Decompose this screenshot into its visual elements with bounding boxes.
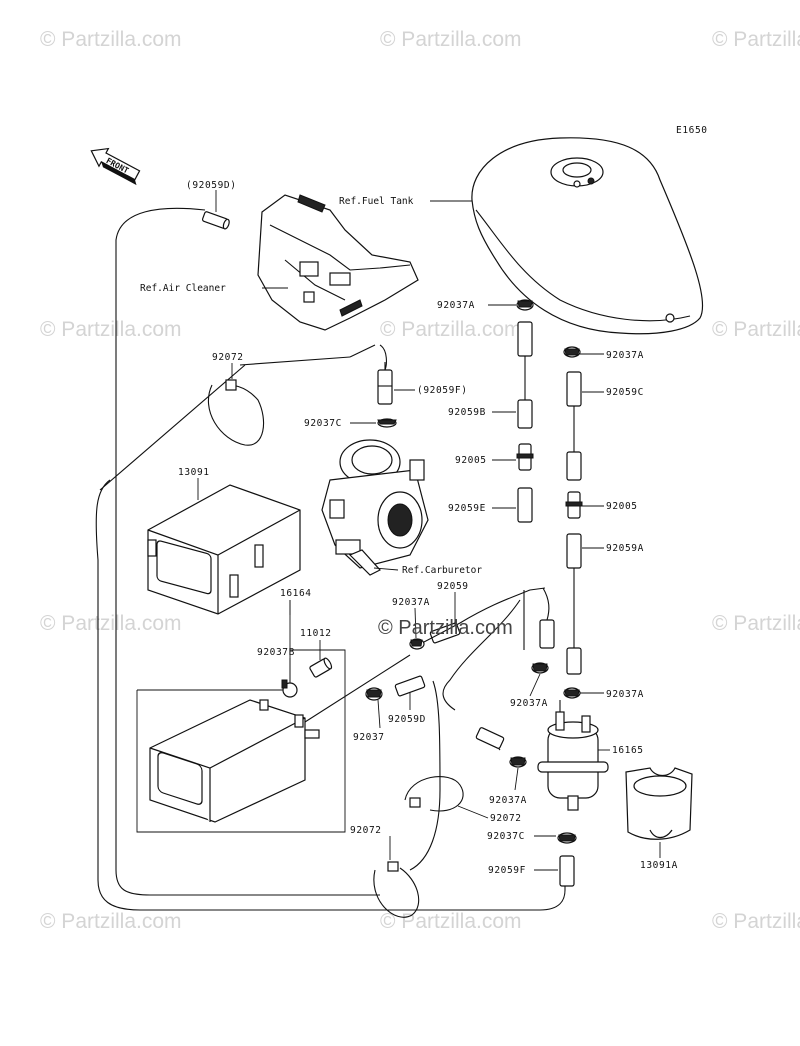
label-92072-c: 92072 (350, 825, 382, 836)
tube-92059f (559, 855, 575, 887)
label-92037b: 92037B (257, 647, 295, 658)
joint-92005-b (565, 491, 583, 519)
watermark: © Partzilla.com (712, 910, 800, 933)
filter-cover-13091a (625, 767, 693, 840)
clip-92037c-a (377, 418, 397, 428)
tube-92059d-top (201, 211, 230, 230)
label-92037c-a: 92037C (304, 418, 342, 429)
tube-92059d-mid (394, 675, 426, 697)
label-ref-carburetor: Ref.Carburetor (402, 565, 482, 576)
watermark: © Partzilla.com (380, 318, 522, 341)
watermark: © Partzilla.com (40, 28, 182, 51)
tube-92059a-upper (566, 533, 582, 569)
label-92059d-mid: 92059D (388, 714, 426, 725)
canister-16164 (149, 699, 320, 823)
label-92005-a: 92005 (455, 455, 487, 466)
label-92059b: 92059B (448, 407, 486, 418)
label-16165: 16165 (612, 745, 644, 756)
tube-92059-upper (517, 321, 533, 357)
tube-92059c-upper (566, 371, 582, 407)
label-13091a: 13091A (640, 860, 678, 871)
clip-92037a-t1 (516, 299, 534, 311)
watermark: © Partzilla.com (712, 28, 800, 51)
label-92005-b: 92005 (606, 501, 638, 512)
clip-92037 (365, 687, 383, 701)
label-92037a-d: 92037A (489, 795, 527, 806)
label-92037a-r2: 92037A (606, 689, 644, 700)
watermark: © Partzilla.com (712, 318, 800, 341)
label-92059c: 92059C (606, 387, 644, 398)
watermark: © Partzilla.com (380, 910, 522, 933)
tube-92059b (517, 399, 533, 429)
tube-center-right (539, 619, 555, 649)
watermark: © Partzilla.com (40, 910, 182, 933)
fitting-11012 (309, 657, 333, 678)
tie-wrap-92072-b (404, 776, 464, 812)
watermark: © Partzilla.com (380, 28, 522, 51)
tube-92059f-upper (377, 369, 393, 405)
label-92059e: 92059E (448, 503, 486, 514)
label-92059f: 92059F (488, 865, 526, 876)
label-11012: 11012 (300, 628, 332, 639)
tie-wrap-92072-a (207, 379, 265, 446)
watermark-layer: © Partzilla.com © Partzilla.com © Partzi… (40, 28, 800, 933)
label-92037c-b: 92037C (487, 831, 525, 842)
label-92037a-r1: 92037A (606, 350, 644, 361)
label-92037a-t1: 92037A (437, 300, 475, 311)
label-16164: 16164 (280, 588, 312, 599)
label-92072-b: 92072 (490, 813, 522, 824)
watermark: © Partzilla.com (712, 612, 800, 635)
tube-92059c-lower (566, 451, 582, 481)
canister-cover-13091 (147, 484, 301, 615)
watermark: © Partzilla.com (40, 612, 182, 635)
label-ref-fuel-tank: Ref.Fuel Tank (339, 196, 414, 207)
tube-92059a-lower (566, 647, 582, 675)
tie-wrap-92072-c (373, 861, 420, 918)
label-92072-a: 92072 (212, 352, 244, 363)
label-92059-mid: 92059 (437, 581, 469, 592)
diagram-code: E1650 (676, 125, 708, 136)
label-ref-air-cleaner: Ref.Air Cleaner (140, 283, 226, 294)
hose-routing (95, 207, 566, 911)
fuel-tank (471, 137, 704, 335)
clip-92037a-r1 (563, 346, 581, 358)
joint-92005-a (516, 443, 534, 471)
clip-92037a-c (531, 662, 549, 674)
label-92059d-top: (92059D) (186, 180, 237, 191)
label-92059a: 92059A (606, 543, 644, 554)
watermark: © Partzilla.com (40, 318, 182, 341)
label-92037: 92037 (353, 732, 385, 743)
fuel-filter-16165 (537, 711, 609, 811)
center-watermark: © Partzilla.com (378, 617, 513, 639)
label-13091: 13091 (178, 467, 210, 478)
label-92059f-paren: (92059F) (417, 385, 468, 396)
clip-92037a-r2 (563, 687, 581, 699)
clip-92037a-d (509, 756, 527, 768)
tube-92059e (517, 487, 533, 523)
front-arrow: FRONT (90, 147, 141, 186)
clip-92037a-left (409, 638, 425, 650)
air-cleaner (257, 194, 419, 331)
carburetor (321, 439, 429, 576)
clip-92037c-b (557, 832, 577, 844)
hose-segment-mid (475, 727, 505, 749)
label-92037a-left: 92037A (392, 597, 430, 608)
label-92037a-c: 92037A (510, 698, 548, 709)
clip-92037b (281, 679, 298, 698)
